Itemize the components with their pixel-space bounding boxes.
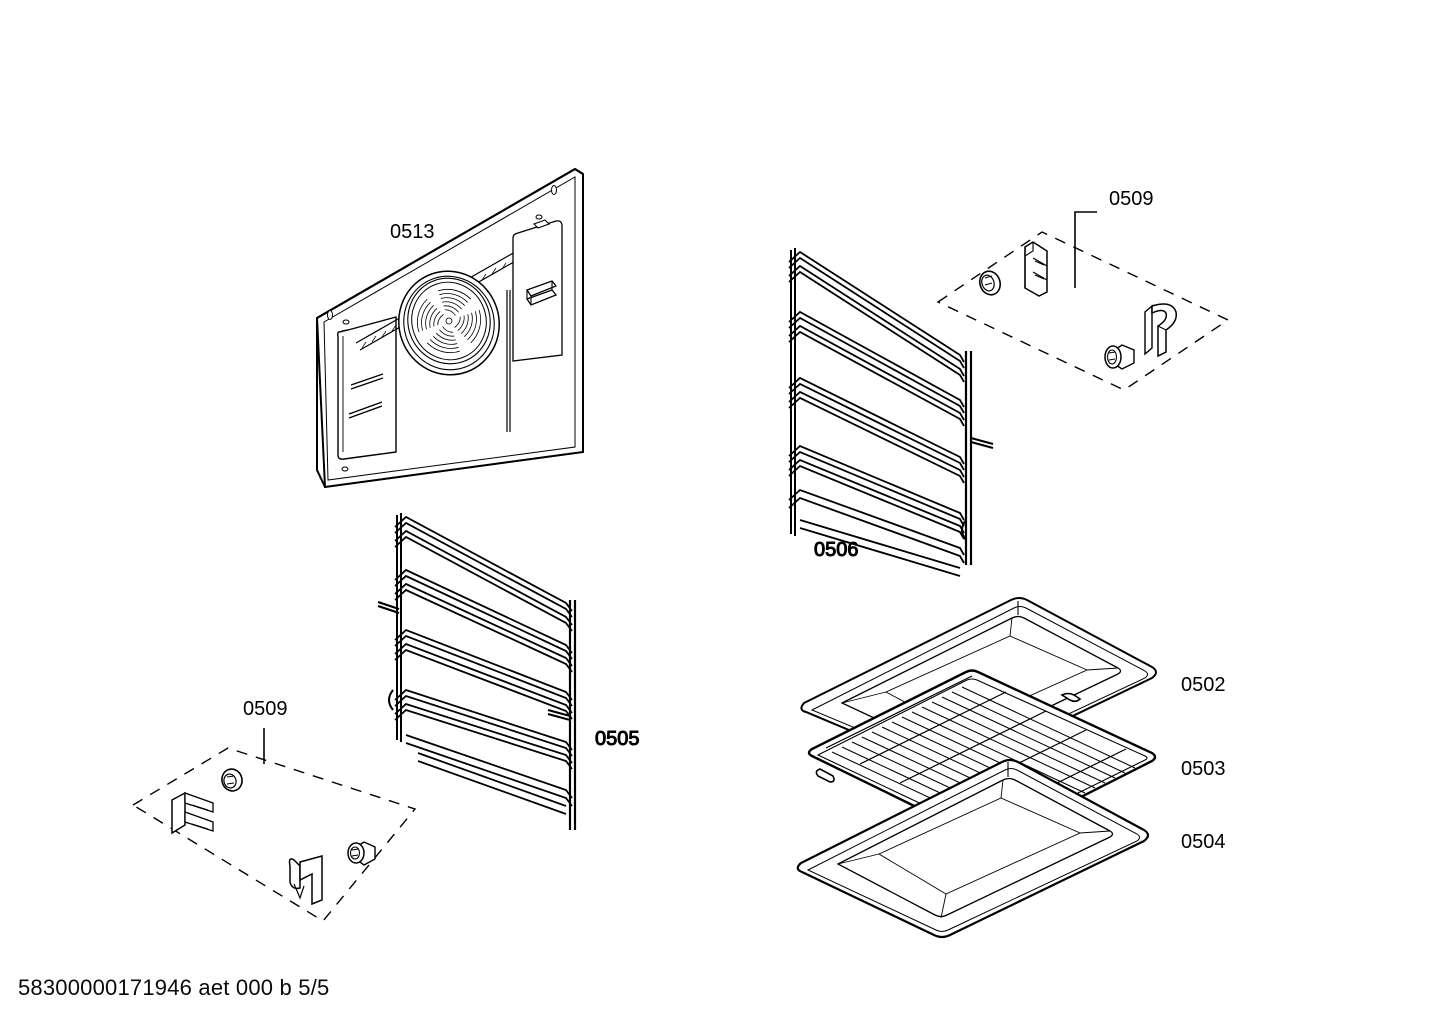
part-0513-back-panel: 0513 bbox=[315, 167, 584, 489]
part-label-0509-left: 0509 bbox=[243, 698, 288, 720]
part-label-0504: 0504 bbox=[1181, 831, 1226, 853]
part-0505-shelf-rail-left: 0505 bbox=[377, 513, 640, 830]
part-label-0505: 0505 bbox=[595, 728, 640, 750]
hook-clip-icon bbox=[288, 855, 323, 906]
bracket-clip-icon bbox=[1024, 241, 1048, 297]
part-label-0509-right: 0509 bbox=[1109, 188, 1154, 210]
bush-nut-icon bbox=[1104, 344, 1135, 370]
bush-nut-icon bbox=[347, 841, 376, 866]
part-0509-clip-set-right: 0509 bbox=[936, 188, 1230, 391]
grommet-icon bbox=[221, 768, 243, 792]
part-label-0503: 0503 bbox=[1181, 758, 1226, 780]
bracket-clip-icon bbox=[171, 791, 214, 835]
grommet-icon bbox=[978, 270, 1002, 296]
part-0506-shelf-rail-right: 0506 bbox=[788, 248, 994, 577]
part-label-0502: 0502 bbox=[1181, 674, 1226, 696]
drawing-footer-id: 58300000171946 aet 000 b 5/5 bbox=[18, 975, 330, 1000]
part-label-0506: 0506 bbox=[814, 539, 859, 561]
hook-clip-icon bbox=[1144, 303, 1178, 358]
part-label-0513: 0513 bbox=[390, 221, 435, 243]
part-0504-baking-tray: 0504 bbox=[796, 758, 1226, 939]
part-0509-clip-set-left: 0509 bbox=[131, 698, 417, 922]
